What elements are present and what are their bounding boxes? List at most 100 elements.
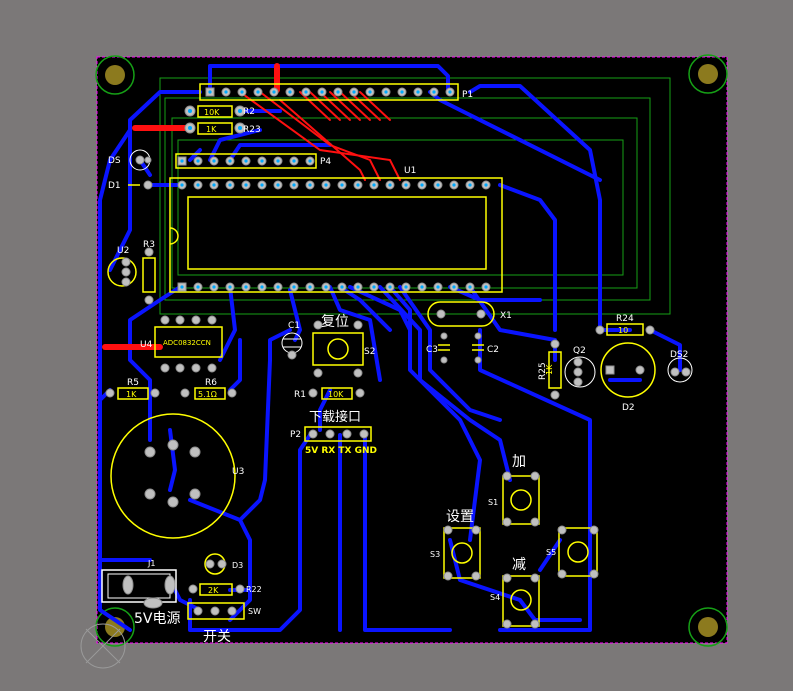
value-r5: 1K bbox=[126, 390, 137, 399]
label-p1: P1 bbox=[462, 90, 473, 100]
pad-hole bbox=[420, 183, 424, 187]
pad-hole bbox=[324, 285, 328, 289]
label-r24: R24 bbox=[616, 314, 634, 324]
label-shezhi: 设置 bbox=[446, 509, 474, 525]
power-jack-j1 bbox=[101, 569, 177, 609]
label-s2: S2 bbox=[364, 347, 375, 357]
label-p2-pins: 5V RX TX GND bbox=[305, 446, 377, 456]
pad-hole bbox=[240, 90, 244, 94]
pad-hole bbox=[400, 90, 404, 94]
pad-hole bbox=[324, 183, 328, 187]
pad-hole bbox=[436, 183, 440, 187]
header-p1 bbox=[199, 83, 459, 101]
value-r1: 10K bbox=[328, 390, 344, 399]
pad-hole bbox=[212, 159, 216, 163]
label-s1: S1 bbox=[488, 498, 498, 507]
pad-hole bbox=[340, 285, 344, 289]
resistor-r1 bbox=[308, 387, 365, 400]
pad-hole bbox=[484, 285, 488, 289]
pad-hole bbox=[272, 90, 276, 94]
capacitor-d1 bbox=[128, 180, 153, 190]
pad-hole bbox=[372, 285, 376, 289]
pad-hole bbox=[212, 285, 216, 289]
label-jian: 减 bbox=[512, 557, 526, 573]
red-traces bbox=[102, 63, 401, 350]
button-jian bbox=[502, 573, 540, 629]
sensor-u3 bbox=[110, 413, 236, 539]
component-values: 10K 1K ADC0832CCN 1K 5.1Ω 10K 10 2K 1K bbox=[126, 108, 628, 595]
transistor-q2 bbox=[564, 356, 596, 388]
label-s4: S4 bbox=[490, 593, 500, 602]
pad-hole bbox=[256, 90, 260, 94]
resistor-r2 bbox=[184, 105, 246, 118]
pad-hole bbox=[452, 285, 456, 289]
pad-hole bbox=[308, 159, 312, 163]
label-r5: R5 bbox=[127, 378, 139, 388]
label-d2: D2 bbox=[622, 403, 635, 413]
pad-hole bbox=[404, 285, 408, 289]
pad-hole bbox=[260, 285, 264, 289]
header-p4 bbox=[175, 153, 317, 169]
label-s5: S5 bbox=[546, 548, 556, 557]
label-fuwei: 复位 bbox=[321, 313, 349, 330]
label-dianyuan: 5V电源 bbox=[134, 611, 180, 627]
capacitor-c1 bbox=[281, 332, 303, 360]
pad-hole bbox=[352, 90, 356, 94]
label-d1: D1 bbox=[108, 181, 121, 191]
label-p2: P2 bbox=[290, 430, 301, 440]
pad-hole bbox=[368, 90, 372, 94]
reset-button-s2 bbox=[312, 320, 364, 378]
label-c3: C3 bbox=[426, 345, 438, 355]
pad-hole bbox=[452, 183, 456, 187]
label-s3: S3 bbox=[430, 550, 440, 559]
resistor-r22 bbox=[188, 583, 245, 596]
resistor-r23 bbox=[184, 122, 246, 135]
pad-hole bbox=[404, 183, 408, 187]
label-jia: 加 bbox=[512, 454, 526, 470]
pad-hole bbox=[292, 159, 296, 163]
pad-hole bbox=[212, 183, 216, 187]
crystal-x1 bbox=[427, 301, 495, 327]
pad-hole bbox=[292, 285, 296, 289]
resistor-r24 bbox=[595, 323, 655, 336]
resistor-r3 bbox=[142, 247, 156, 305]
label-xiazai: 下载接口 bbox=[309, 409, 361, 425]
pad-hole bbox=[436, 285, 440, 289]
label-ds: DS bbox=[108, 156, 121, 166]
pad-hole bbox=[196, 285, 200, 289]
header-p2 bbox=[304, 426, 372, 442]
label-r3: R3 bbox=[143, 240, 155, 250]
pad-hole bbox=[208, 90, 212, 94]
pad-hole bbox=[388, 285, 392, 289]
pad-hole bbox=[384, 90, 388, 94]
pad-hole bbox=[180, 183, 184, 187]
pad-hole bbox=[356, 285, 360, 289]
label-p4: P4 bbox=[320, 157, 331, 167]
adc-u4 bbox=[154, 315, 223, 373]
pad-hole bbox=[468, 285, 472, 289]
label-x1: X1 bbox=[500, 311, 512, 321]
pad-hole bbox=[228, 159, 232, 163]
buzzer-d2 bbox=[600, 342, 656, 398]
label-r23: R23 bbox=[243, 125, 261, 135]
pad-hole bbox=[288, 90, 292, 94]
resistor-r25 bbox=[548, 339, 562, 400]
mcu-u1 bbox=[169, 177, 503, 293]
pad-hole bbox=[468, 183, 472, 187]
pad-hole bbox=[224, 90, 228, 94]
label-d3: D3 bbox=[232, 561, 243, 570]
pad-hole bbox=[420, 285, 424, 289]
label-sw: SW bbox=[248, 607, 261, 616]
pad-hole bbox=[228, 285, 232, 289]
component-designators: P1 R2 R23 P4 U1 DS D1 U2 R3 U4 R5 R6 U3 … bbox=[108, 90, 688, 616]
pad-hole bbox=[260, 183, 264, 187]
board-outline bbox=[96, 56, 728, 644]
pad-hole bbox=[448, 90, 452, 94]
switch-sw bbox=[187, 602, 245, 620]
label-u4: U4 bbox=[140, 340, 153, 350]
pad-hole bbox=[180, 159, 184, 163]
pad-hole bbox=[308, 285, 312, 289]
pad-hole bbox=[276, 159, 280, 163]
capacitor-c2 bbox=[472, 332, 484, 364]
